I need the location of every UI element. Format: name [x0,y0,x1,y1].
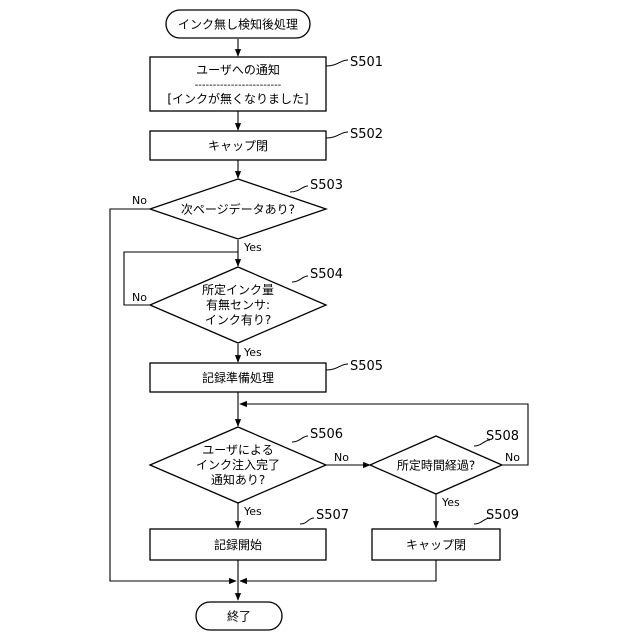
s502-label: キャップ閉 [208,139,268,153]
end-terminal: 終了 [196,602,282,630]
s501-line-1: ユーザへの通知 [196,63,280,77]
s504-line-1: 所定インク量 [202,282,274,297]
s504-yes-label: Yes [243,346,262,359]
s506-line-1: ユーザによる [202,443,273,457]
s503-yes-label: Yes [243,241,262,254]
s506-no-label: No [334,451,349,464]
process-s509: キャップ閉 S509 [372,508,519,560]
process-s505: 記録準備処理 S505 [150,359,383,392]
s508-yes-label: Yes [441,496,460,509]
s509-label: キャップ閉 [406,538,466,552]
s501-line-2: ------------------------ [195,80,282,91]
decision-s506: ユーザによる インク注入完了 通知あり? S506 No Yes [150,427,349,518]
s501-line-3: [インクが無くなりました] [167,91,308,106]
s508-label: 所定時間経過? [397,458,475,473]
start-label: インク無し検知後処理 [178,17,298,32]
s504-line-2: 有無センサ: [206,297,270,312]
step-label-s508: S508 [486,429,519,444]
s504-line-3: インク有り? [205,313,271,327]
s507-label: 記録開始 [214,537,262,552]
step-label-s509: S509 [486,508,519,523]
s503-label: 次ページデータあり? [181,202,295,217]
s508-no-label: No [505,451,520,464]
end-label: 終了 [227,609,251,624]
step-label-s507: S507 [316,508,349,523]
step-label-s505: S505 [350,359,383,374]
step-label-s503: S503 [310,178,343,193]
decision-s508: 所定時間経過? S508 No Yes [370,429,520,509]
step-label-s504: S504 [310,267,343,282]
s506-line-2: インク注入完了 [196,457,280,472]
process-s501: ユーザへの通知 ------------------------ [インクが無く… [150,55,383,111]
start-terminal: インク無し検知後処理 [166,10,310,38]
s503-no-label: No [132,194,147,207]
step-label-s501: S501 [350,55,383,70]
s506-line-3: 通知あり? [211,473,265,487]
step-label-s506: S506 [310,427,343,442]
process-s502: キャップ閉 S502 [150,127,383,160]
step-label-s502: S502 [350,127,383,142]
s504-no-label: No [132,291,147,304]
s506-yes-label: Yes [243,505,262,518]
s505-label: 記録準備処理 [202,370,274,385]
